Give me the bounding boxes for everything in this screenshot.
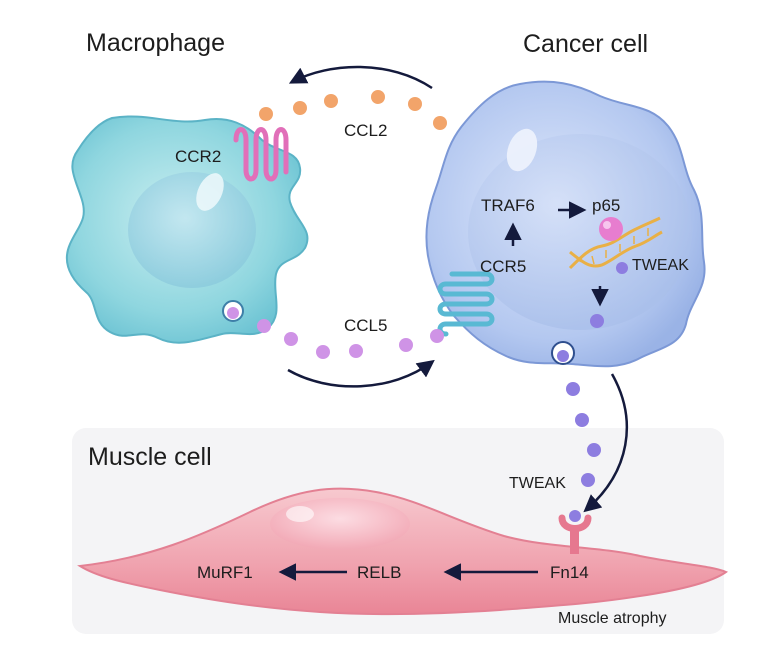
dna-icon xyxy=(568,216,663,270)
cancer-cell-title: Cancer cell xyxy=(523,30,648,58)
ccl5-dots xyxy=(257,319,444,359)
ccr2-receptor-icon xyxy=(233,127,289,182)
ccl2-arc-arrow-icon xyxy=(288,65,433,90)
muscle-atrophy-label: Muscle atrophy xyxy=(558,610,667,627)
p65-protein xyxy=(599,217,623,241)
cancer-nucleus xyxy=(468,134,692,330)
fn14-receptor-icon xyxy=(558,510,592,554)
murf1-label: MuRF1 xyxy=(197,563,253,582)
ccl2-label: CCL2 xyxy=(344,121,387,140)
ccl5-arc-arrow-icon xyxy=(287,359,435,388)
tweak-inner-label: TWEAK xyxy=(632,257,689,274)
tweak-outer-label: TWEAK xyxy=(509,475,566,492)
tweak-dot xyxy=(590,314,604,328)
ccr2-label: CCR2 xyxy=(175,147,221,166)
ccl2-dots xyxy=(259,90,447,130)
tweak-dot xyxy=(616,262,628,274)
traf6-label: TRAF6 xyxy=(481,196,535,215)
ccr5-receptor-icon xyxy=(437,271,495,337)
macrophage-nucleus xyxy=(128,172,256,288)
tweak-to-fn14-arrow-icon xyxy=(583,373,629,513)
ccr5-label: CCR5 xyxy=(480,257,526,276)
ccl5-label: CCL5 xyxy=(344,316,387,335)
cancer-cell xyxy=(425,80,706,368)
muscle-cell xyxy=(77,487,729,616)
fn14-label: Fn14 xyxy=(550,563,589,582)
muscle-cell-title: Muscle cell xyxy=(88,443,212,471)
muscle-nucleus xyxy=(270,498,410,550)
p65-label: p65 xyxy=(592,196,620,215)
relb-label: RELB xyxy=(357,563,401,582)
tweak-secreted-dots xyxy=(566,382,601,487)
macrophage-title: Macrophage xyxy=(86,29,225,57)
